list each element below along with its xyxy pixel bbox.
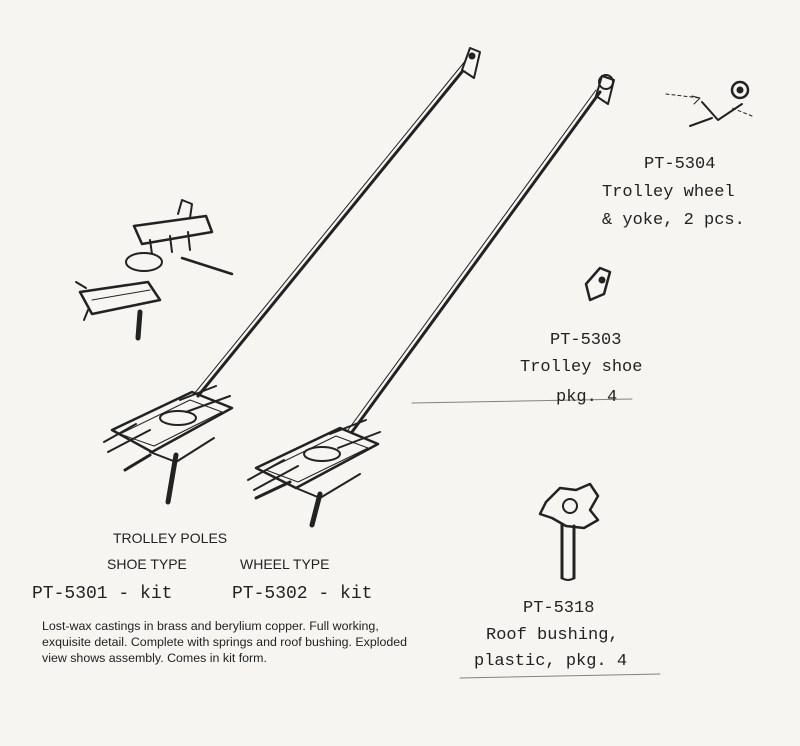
exploded-view-drawing [75,199,234,341]
pt5303-title: Trolley shoe [520,358,643,377]
divider-line [459,673,661,679]
shoe-type-pole-drawing [103,47,481,505]
pt5304-title: Trolley wheel [602,183,735,202]
pt5318-title: Roof bushing, [486,626,619,645]
pt5318-subtitle: plastic, pkg. 4 [474,652,628,671]
pt5304-subtitle: & yoke, 2 pcs. [602,211,745,230]
pt5303-part-number: PT-5303 [550,331,622,350]
pt5304-part-number: PT-5304 [644,155,716,174]
divider-line [411,398,633,404]
pt5303-package: pkg. 4 [556,388,618,407]
wheel-type-label: WHEEL TYPE [240,556,330,572]
wheel-yoke-drawing [665,80,753,127]
shoe-type-label: SHOE TYPE [107,556,187,572]
trolley-poles-description: Lost-wax castings in brass and berylium … [42,619,408,665]
wheel-type-pole-drawing [247,74,615,528]
trolley-poles-heading: TROLLEY POLES [113,530,228,546]
pt5318-part-number: PT-5318 [523,599,595,618]
wheel-type-part-number: PT-5302 - kit [232,584,373,604]
shoe-type-part-number: PT-5301 - kit [32,584,173,604]
trolley-shoe-drawing [584,266,612,302]
roof-bushing-drawing [538,482,600,581]
